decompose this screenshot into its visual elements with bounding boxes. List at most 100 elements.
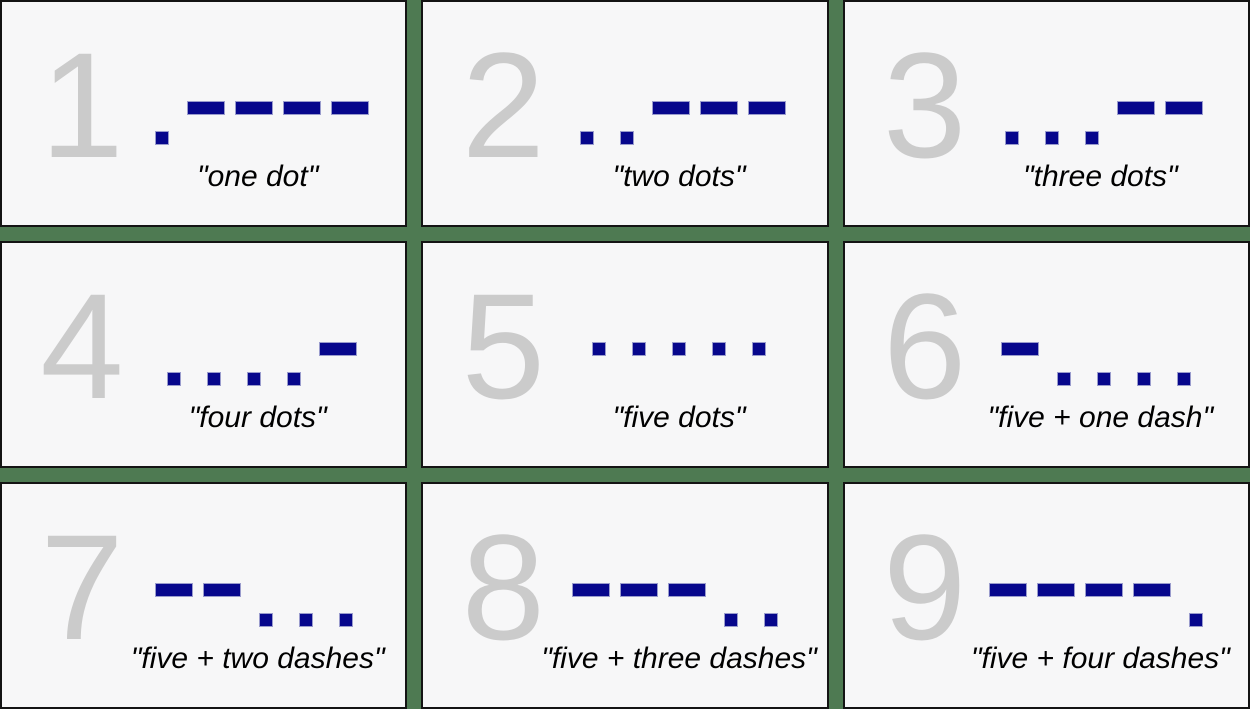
card-content: "three dots"	[973, 2, 1228, 225]
mnemonic-caption: "five + four dashes"	[970, 642, 1230, 675]
morse-dot	[751, 579, 791, 627]
card-content: "five dots"	[551, 243, 806, 466]
dash-ink	[571, 583, 610, 597]
morse-pattern	[150, 579, 366, 629]
morse-dot	[579, 338, 619, 356]
dash-ink	[1165, 101, 1204, 115]
morse-dot	[142, 97, 182, 145]
morse-dash	[663, 579, 711, 597]
morse-card-4: 4 "four dots"	[0, 241, 408, 468]
dot-ink	[286, 372, 301, 386]
morse-dash	[314, 338, 362, 356]
morse-dash	[1080, 579, 1128, 597]
morse-dot	[659, 338, 699, 356]
dash-ink	[989, 583, 1028, 597]
mnemonic-caption: "five + two dashes"	[130, 642, 385, 675]
morse-card-7: 7 "five + two dashes"	[0, 482, 408, 709]
digit-label: 9	[882, 503, 967, 671]
dot-ink	[619, 131, 634, 145]
morse-dash	[615, 579, 663, 597]
morse-dash	[984, 579, 1032, 597]
card-content: "five + one dash"	[973, 243, 1228, 466]
morse-pattern	[992, 97, 1208, 147]
dash-ink	[1001, 342, 1040, 356]
morse-dot	[1084, 338, 1124, 386]
morse-dot	[711, 579, 751, 627]
card-content: "four dots"	[130, 243, 385, 466]
dot-ink	[751, 342, 766, 356]
dot-ink	[1057, 372, 1072, 386]
dash-ink	[1037, 583, 1076, 597]
morse-pattern	[567, 97, 791, 147]
morse-dash	[647, 97, 695, 115]
digit-label: 4	[40, 262, 124, 430]
dash-ink	[1085, 583, 1124, 597]
morse-dot	[1044, 338, 1084, 386]
digit-label: 7	[40, 503, 124, 671]
dot-ink	[1045, 131, 1060, 145]
dot-ink	[166, 372, 181, 386]
morse-dot	[567, 97, 607, 145]
digit-label: 5	[461, 262, 546, 430]
dot-ink	[671, 342, 686, 356]
dot-ink	[246, 372, 261, 386]
mnemonic-caption: "two dots"	[612, 160, 746, 193]
dash-ink	[1133, 583, 1172, 597]
dot-ink	[723, 613, 738, 627]
dash-ink	[234, 101, 273, 115]
dot-ink	[763, 613, 778, 627]
card-content: "one dot"	[130, 2, 385, 225]
morse-dash	[743, 97, 791, 115]
morse-dot	[234, 338, 274, 386]
morse-pattern	[984, 579, 1216, 629]
morse-card-5: 5 "five dots"	[421, 241, 829, 468]
dot-ink	[1097, 372, 1112, 386]
dot-ink	[579, 131, 594, 145]
morse-pattern	[142, 97, 374, 147]
dash-ink	[651, 101, 690, 115]
morse-dash	[695, 97, 743, 115]
dot-ink	[711, 342, 726, 356]
morse-dash	[996, 338, 1044, 356]
dash-ink	[619, 583, 658, 597]
morse-dash	[150, 579, 198, 597]
morse-dot	[286, 579, 326, 627]
digit-label: 1	[40, 21, 124, 189]
morse-dot	[1124, 338, 1164, 386]
dot-ink	[298, 613, 313, 627]
digit-label: 6	[882, 262, 967, 430]
dot-ink	[1189, 613, 1204, 627]
dot-ink	[338, 613, 353, 627]
mnemonic-caption: "five dots"	[612, 401, 746, 434]
digit-label: 2	[461, 21, 546, 189]
morse-card-3: 3 "three dots"	[842, 0, 1250, 227]
morse-dot	[699, 338, 739, 356]
morse-dash	[198, 579, 246, 597]
dash-ink	[747, 101, 786, 115]
dash-ink	[282, 101, 321, 115]
mnemonic-caption: "three dots"	[1022, 160, 1178, 193]
morse-dash	[567, 579, 615, 597]
dash-ink	[1117, 101, 1156, 115]
morse-pattern	[579, 338, 779, 388]
dash-ink	[186, 101, 225, 115]
morse-dot	[607, 97, 647, 145]
card-content: "five + four dashes"	[970, 484, 1230, 707]
morse-card-9: 9 "five + four dashes"	[842, 482, 1250, 709]
dash-ink	[330, 101, 369, 115]
dot-ink	[1085, 131, 1100, 145]
morse-dash	[278, 97, 326, 115]
dot-ink	[1005, 131, 1020, 145]
digit-label: 8	[461, 503, 546, 671]
mnemonic-caption: "five + one dash"	[987, 401, 1214, 434]
dot-ink	[1137, 372, 1152, 386]
morse-dot	[326, 579, 366, 627]
card-content: "two dots"	[551, 2, 806, 225]
mnemonic-caption: "five + three dashes"	[541, 642, 817, 675]
morse-dash	[326, 97, 374, 115]
morse-card-8: 8 "five + three dashes"	[421, 482, 829, 709]
dot-ink	[591, 342, 606, 356]
morse-dash	[1128, 579, 1176, 597]
morse-dot	[1164, 338, 1204, 386]
